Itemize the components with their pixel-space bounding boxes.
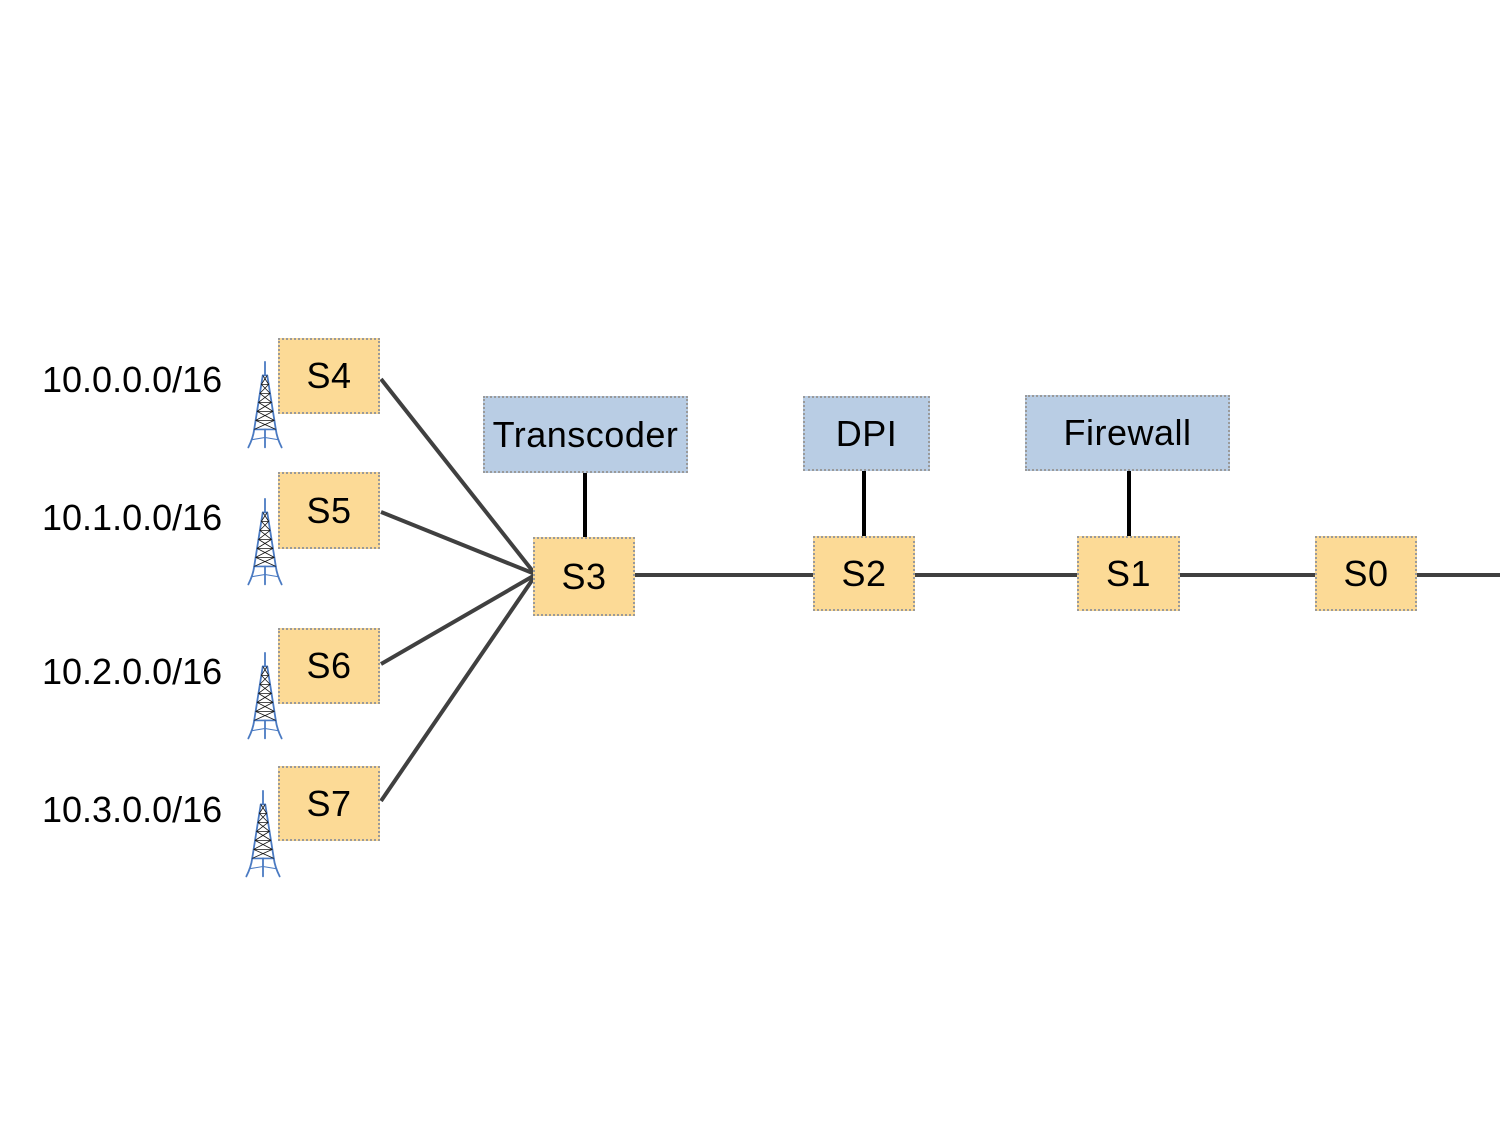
switch-s4: S4 [278, 338, 380, 414]
subnet-label: 10.3.0.0/16 [42, 789, 223, 830]
switch-label: S0 [1343, 552, 1389, 594]
subnet-label: 10.2.0.0/16 [42, 651, 223, 692]
link-s6-s3 [379, 573, 537, 666]
switch-s2: S2 [813, 536, 915, 611]
switch-label: S6 [306, 645, 352, 686]
radio-tower-icon [244, 790, 282, 880]
switch-label: S4 [306, 355, 352, 396]
link-s7-s3 [379, 574, 537, 803]
link-s4-s3 [379, 377, 537, 576]
switch-label: S5 [306, 489, 352, 531]
subnet-label: 10.0.0.0/16 [42, 359, 223, 400]
link-s5-s3 [380, 510, 536, 576]
middlebox-links [583, 470, 1131, 540]
switch-label: S3 [561, 555, 607, 597]
switch-s0: S0 [1315, 536, 1417, 611]
switch-label: S7 [306, 782, 352, 824]
subnet-label: 10.1.0.0/16 [42, 497, 223, 538]
access-links [379, 377, 537, 803]
switch-s7: S7 [278, 766, 380, 841]
switch-s6: S6 [278, 628, 380, 704]
switch-s3: S3 [533, 537, 635, 616]
switch-label: S2 [841, 552, 887, 594]
middlebox-label: Transcoder [492, 413, 679, 455]
switch-s5: S5 [278, 472, 380, 549]
middlebox-transcoder: Transcoder [483, 396, 688, 473]
middlebox-firewall: Firewall [1025, 395, 1230, 471]
switch-s1: S1 [1077, 536, 1180, 611]
switch-label: S1 [1105, 552, 1152, 594]
middlebox-dpi: DPI [803, 396, 930, 471]
middlebox-label: DPI [835, 412, 898, 454]
middlebox-label: Firewall [1063, 412, 1192, 453]
